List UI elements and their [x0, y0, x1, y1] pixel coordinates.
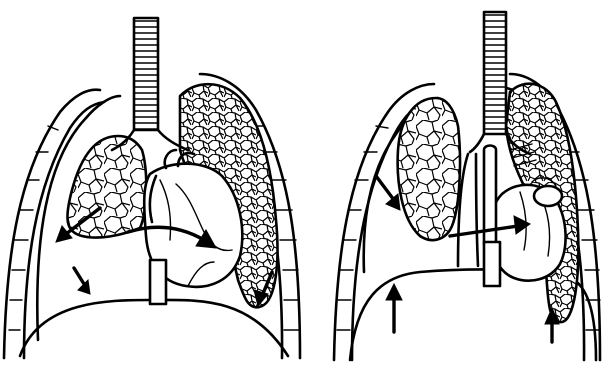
right-panel-right-lung: [398, 98, 460, 240]
left-panel-vena-cava: [150, 260, 166, 304]
left-panel-diaphragm: [20, 300, 288, 356]
right-panel-arrow-right-lung-collapse: [376, 176, 400, 210]
right-panel: [334, 12, 600, 360]
right-panel-arrow-right-diaphragm: [386, 284, 402, 332]
right-panel-left-atrium: [534, 186, 562, 206]
left-panel-trachea: [112, 18, 188, 150]
left-panel: [4, 18, 300, 358]
left-panel-arrow-right-diaphragm: [74, 268, 90, 294]
right-panel-vena-cava: [484, 242, 500, 286]
